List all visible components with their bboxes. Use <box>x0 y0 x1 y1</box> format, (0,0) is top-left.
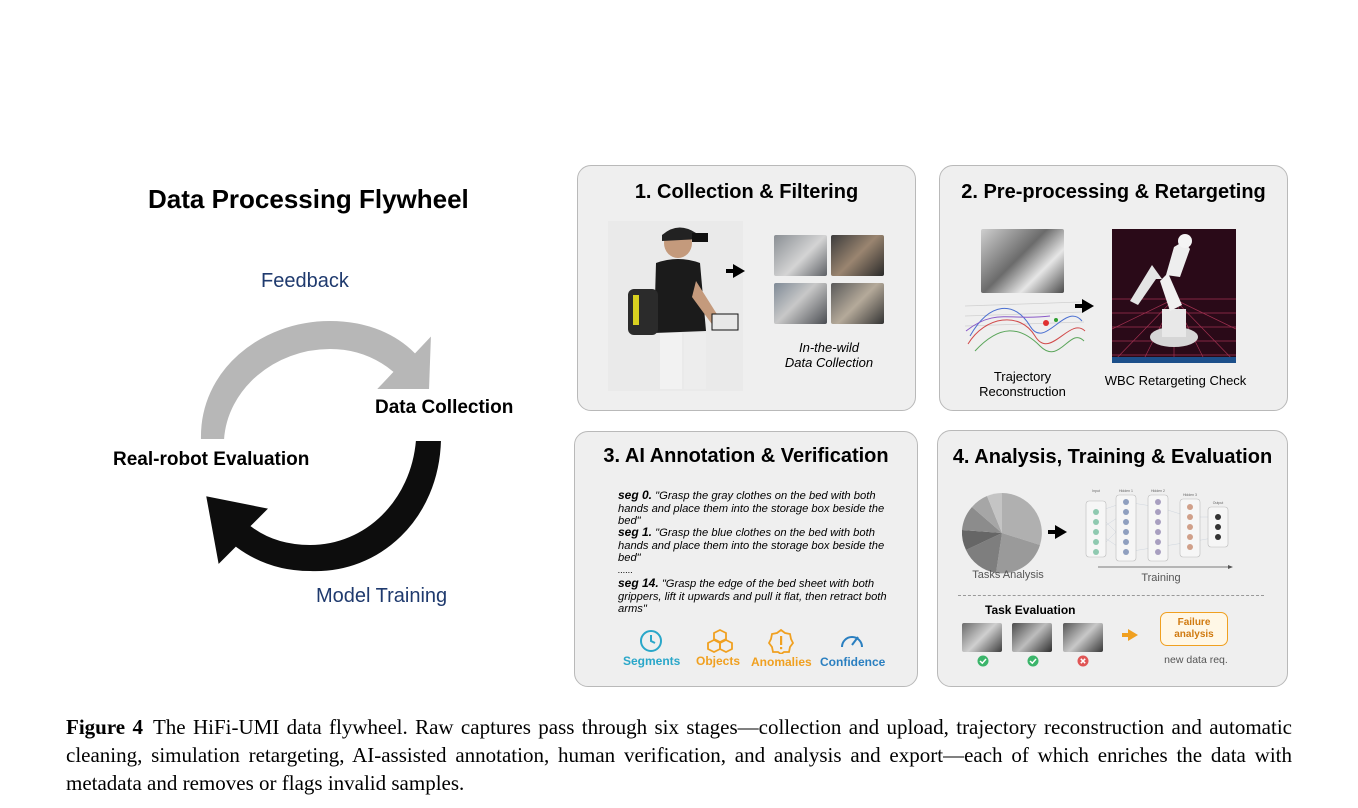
panel-2-title: 2. Pre-processing & Retargeting <box>961 181 1266 203</box>
gauge-icon <box>841 636 863 648</box>
evaluation-arrow <box>1128 629 1138 641</box>
collector-person-photo <box>608 221 743 391</box>
figure-caption-text: The HiFi-UMI data flywheel. Raw captures… <box>66 715 1292 795</box>
eval-frame-1 <box>962 623 1002 652</box>
collected-frame-4 <box>831 283 884 324</box>
panel-2-arrow <box>1082 299 1094 313</box>
collected-frame-1 <box>774 235 827 276</box>
anomalies-label: Anomalies <box>751 655 812 669</box>
failure-analysis-box: Failure analysis <box>1160 612 1228 646</box>
segment-14: seg 14. "Grasp the edge of the bed sheet… <box>618 576 887 615</box>
segment-1: seg 1. "Grasp the blue clothes on the be… <box>618 525 885 564</box>
in-the-wild-caption: In-the-wild Data Collection <box>784 340 874 370</box>
task-evaluation-label: Task Evaluation <box>985 603 1076 617</box>
confidence-label: Confidence <box>820 655 886 669</box>
wbc-retargeting-render <box>1112 229 1236 363</box>
panel-1-arrow <box>733 264 745 278</box>
collected-frame-3 <box>774 283 827 324</box>
objects-label: Objects <box>696 654 741 668</box>
trajectory-reconstruction-label: Trajectory Reconstruction <box>979 369 1066 399</box>
training-label: Training <box>1141 572 1181 584</box>
data-collection-label: Data Collection <box>375 397 514 418</box>
nn-hidden2-label: Hidden 2 <box>1151 489 1165 493</box>
nn-input-label: Input <box>1092 489 1100 493</box>
cubes-icon <box>707 628 733 654</box>
flywheel-arrows <box>198 318 444 574</box>
nn-hidden1-label: Hidden 1 <box>1119 489 1133 493</box>
clock-icon <box>640 630 662 652</box>
neural-network-diagram: Input Hidden 1 Hidden 2 Hidden 3 Output <box>1085 489 1233 569</box>
panel-collection-filtering: 1. Collection & Filtering In-the-wild Da… <box>577 165 916 411</box>
segment-ellipsis: ...... <box>618 565 634 575</box>
panel-ai-annotation: 3. AI Annotation & Verification seg 0. "… <box>574 431 918 687</box>
panel-4-arrow <box>1055 525 1067 539</box>
fisheye-camera-frame <box>981 229 1064 293</box>
feedback-arrow <box>198 318 434 441</box>
wbc-retargeting-label: WBC Retargeting Check <box>1104 373 1247 388</box>
flywheel-title: Data Processing Flywheel <box>148 184 469 214</box>
nn-hidden3-label: Hidden 3 <box>1183 493 1197 497</box>
eval-frame-3 <box>1063 623 1103 652</box>
alert-icon <box>768 628 794 654</box>
panel-preprocessing-retargeting: 2. Pre-processing & Retargeting Trajecto… <box>939 165 1288 411</box>
panel-4-title: 4. Analysis, Training & Evaluation <box>952 446 1273 468</box>
panel-1-title: 1. Collection & Filtering <box>634 181 859 203</box>
collected-frame-2 <box>831 235 884 276</box>
panel-4-divider <box>958 595 1264 596</box>
figure-label: Figure 4 <box>66 715 143 739</box>
feedback-label: Feedback <box>261 270 349 292</box>
trajectory-reconstruction-plot <box>960 296 1090 366</box>
segment-0: seg 0. "Grasp the gray clothes on the be… <box>618 488 885 527</box>
real-robot-evaluation-label: Real-robot Evaluation <box>113 449 310 470</box>
panel-analysis-training-evaluation: 4. Analysis, Training & Evaluation Tasks… <box>937 430 1288 687</box>
eval-frame-2 <box>1012 623 1052 652</box>
failure-cross-icon <box>1077 655 1089 667</box>
new-data-request-label: new data req. <box>1164 654 1228 666</box>
tasks-pie-chart <box>961 493 1042 574</box>
success-check-icon <box>1027 655 1039 667</box>
model-training-label: Model Training <box>316 585 448 607</box>
panel-3-title: 3. AI Annotation & Verification <box>603 445 889 467</box>
tasks-analysis-label: Tasks Analysis <box>972 569 1044 581</box>
segments-label: Segments <box>623 654 681 668</box>
success-check-icon <box>977 655 989 667</box>
training-arrow <box>203 439 444 574</box>
nn-output-label: Output <box>1213 501 1224 505</box>
